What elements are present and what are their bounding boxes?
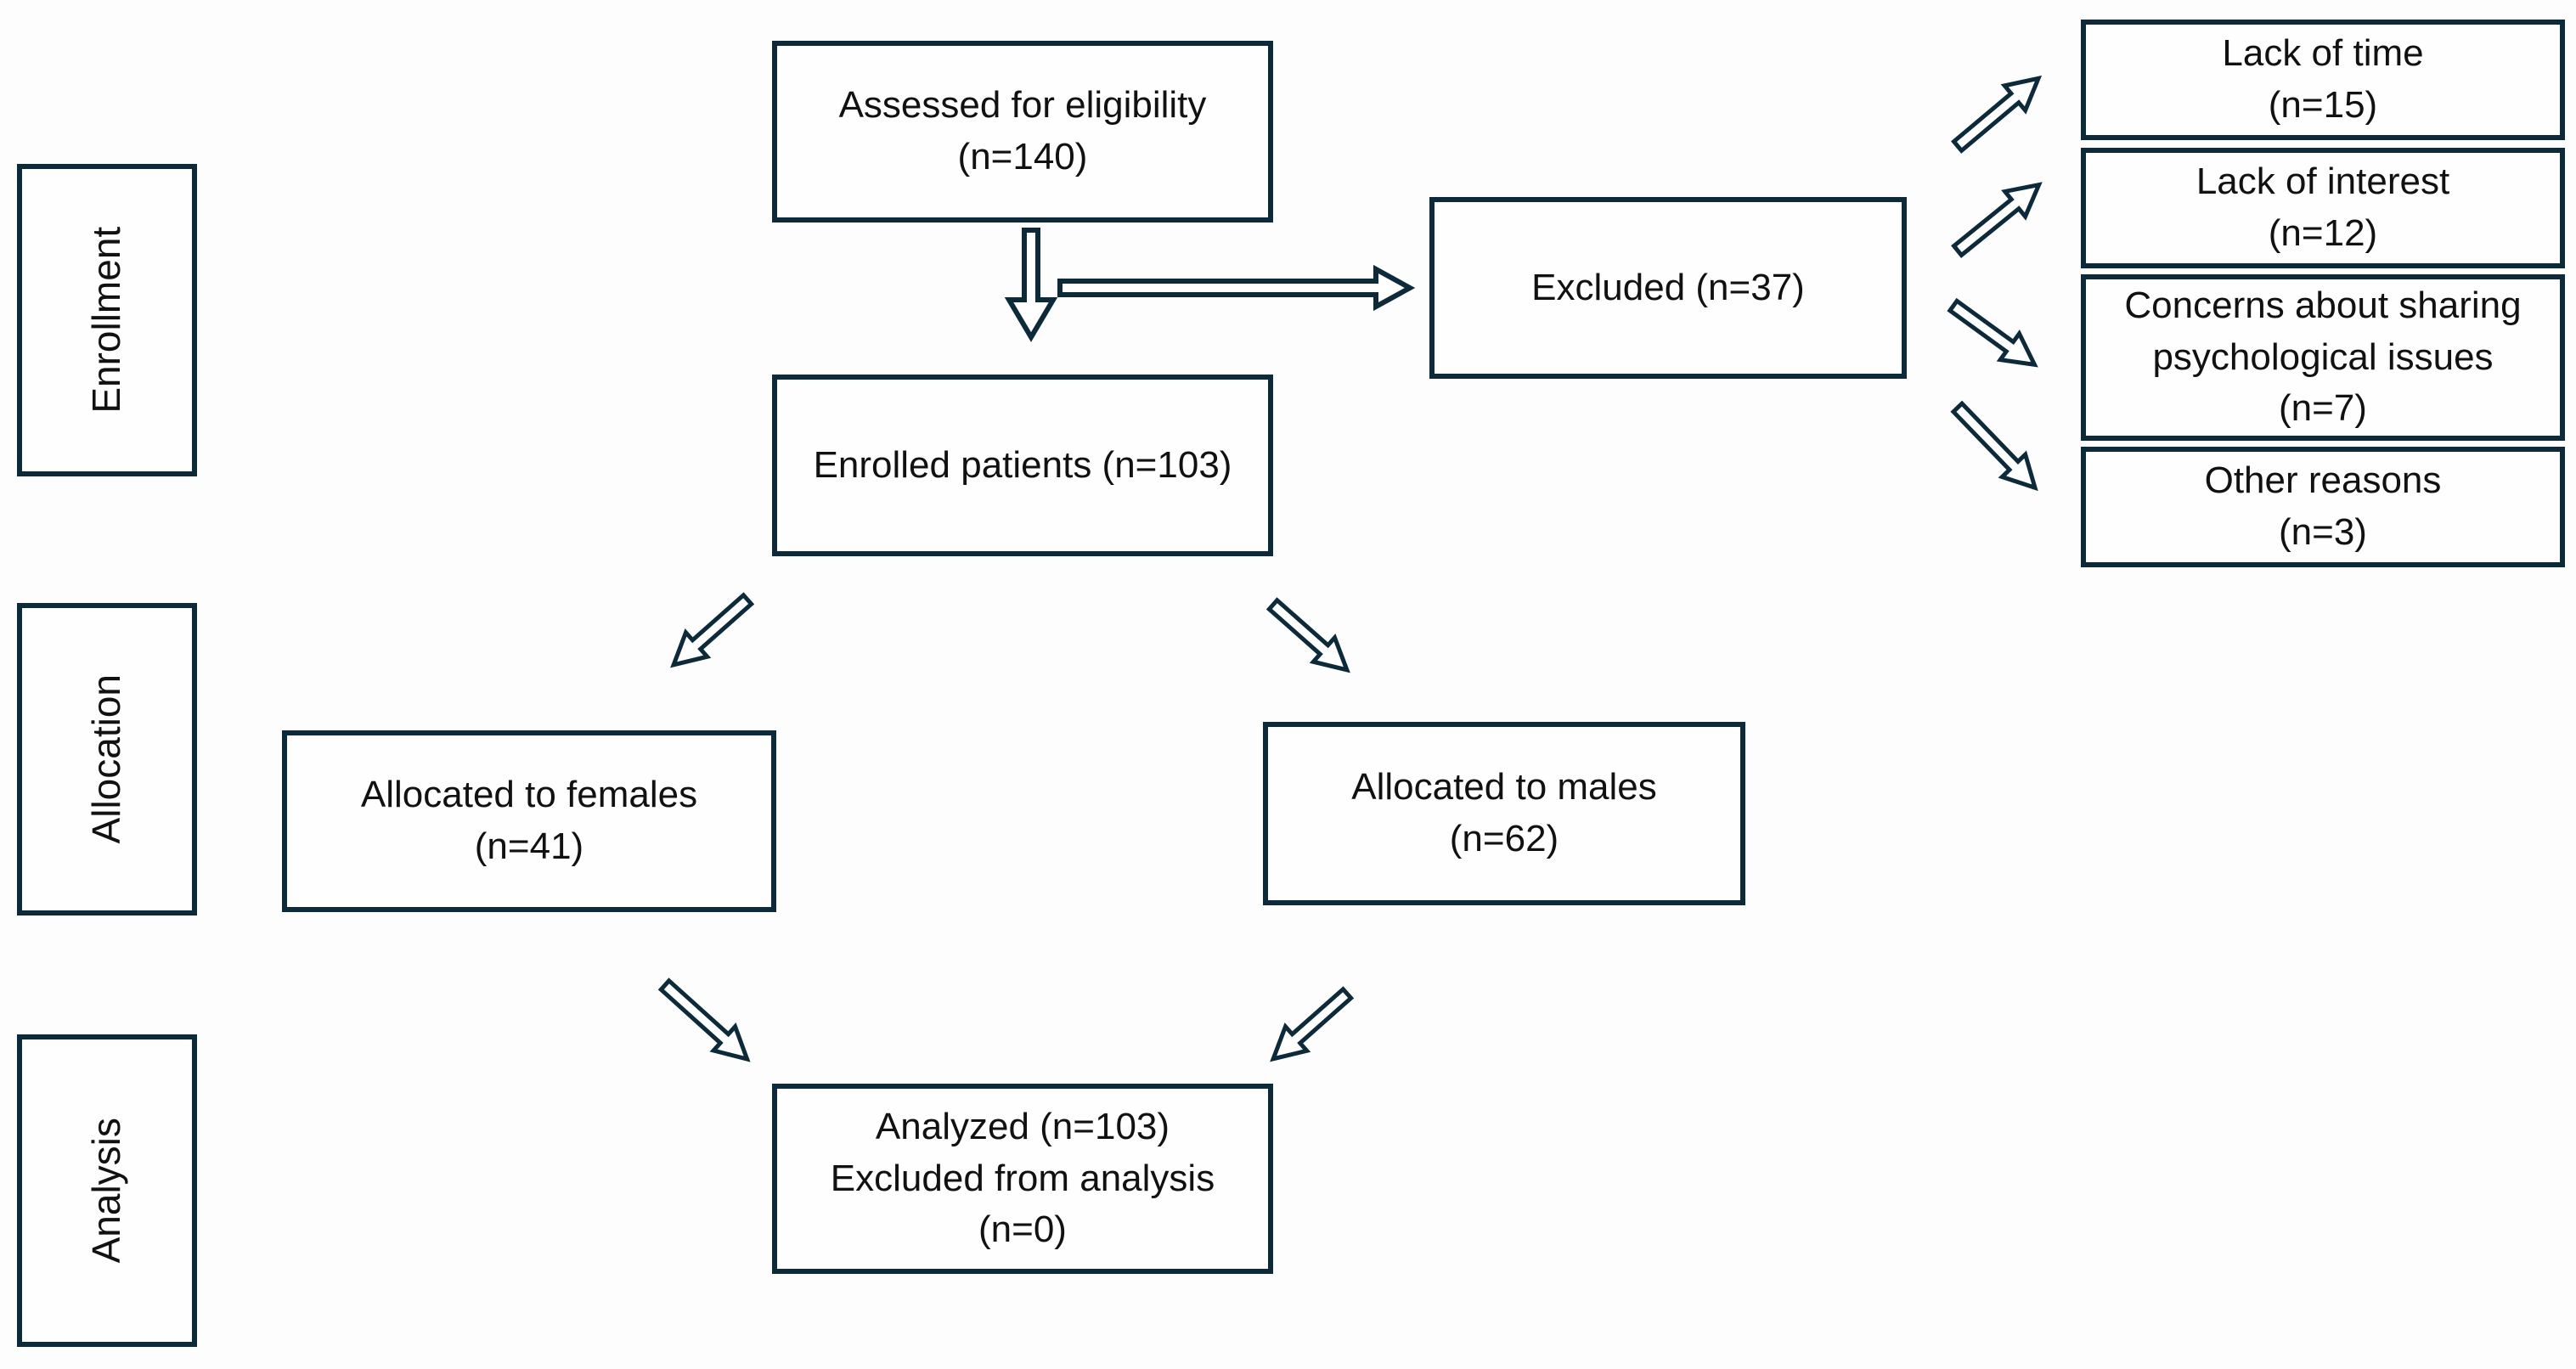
arrow-excluded-to-other-reasons-icon — [1950, 400, 2038, 492]
box-analyzed: Analyzed (n=103) Excluded from analysis … — [772, 1084, 1273, 1274]
box-assessed-for-eligibility: Assessed for eligibility (n=140) — [772, 41, 1273, 223]
arrow-females-to-analyzed-icon — [657, 977, 751, 1062]
arrow-excluded-to-lack-of-interest-icon — [1951, 182, 2043, 258]
box-excluded: Excluded (n=37) — [1429, 197, 1907, 379]
stage-label-analysis-text: Analysis — [84, 1118, 129, 1264]
stage-label-allocation-text: Allocation — [84, 674, 129, 844]
arrow-assessed-to-enrolled-icon — [1004, 228, 1058, 342]
stage-label-analysis: Analysis — [17, 1034, 197, 1347]
box-reason-lack-of-time-text: Lack of time (n=15) — [2222, 32, 2424, 126]
box-reason-lack-of-interest: Lack of interest (n=12) — [2081, 148, 2565, 268]
box-reason-other-text: Other reasons (n=3) — [2204, 459, 2442, 553]
box-reason-concerns-psychological: Concerns about sharing psychological iss… — [2081, 274, 2565, 441]
box-assessed-for-eligibility-text: Assessed for eligibility (n=140) — [838, 84, 1207, 177]
arrow-assessed-to-excluded-icon — [1057, 264, 1416, 312]
box-enrolled-patients-text: Enrolled patients (n=103) — [813, 443, 1232, 486]
stage-label-allocation: Allocation — [17, 603, 197, 915]
box-reason-other: Other reasons (n=3) — [2081, 447, 2565, 567]
box-reason-lack-of-interest-text: Lack of interest (n=12) — [2196, 161, 2450, 254]
arrow-enrolled-to-females-icon — [670, 592, 755, 668]
stage-label-enrollment: Enrollment — [17, 164, 197, 476]
box-enrolled-patients: Enrolled patients (n=103) — [772, 375, 1273, 556]
box-allocated-to-females-text: Allocated to females (n=41) — [360, 774, 698, 867]
arrow-males-to-analyzed-icon — [1270, 986, 1355, 1062]
box-allocated-to-females: Allocated to females (n=41) — [282, 730, 776, 912]
box-analyzed-text: Analyzed (n=103) Excluded from analysis … — [830, 1105, 1215, 1251]
box-reason-lack-of-time: Lack of time (n=15) — [2081, 20, 2565, 140]
box-allocated-to-males-text: Allocated to males (n=62) — [1351, 766, 1657, 859]
arrow-excluded-to-concerns-icon — [1947, 297, 2038, 368]
stage-label-enrollment-text: Enrollment — [84, 227, 129, 414]
box-excluded-text: Excluded (n=37) — [1531, 266, 1805, 308]
arrow-enrolled-to-males-icon — [1265, 597, 1350, 673]
box-reason-concerns-psychological-text: Concerns about sharing psychological iss… — [2124, 284, 2522, 430]
box-allocated-to-males: Allocated to males (n=62) — [1263, 722, 1745, 905]
arrow-excluded-to-lack-of-time-icon — [1950, 75, 2043, 154]
